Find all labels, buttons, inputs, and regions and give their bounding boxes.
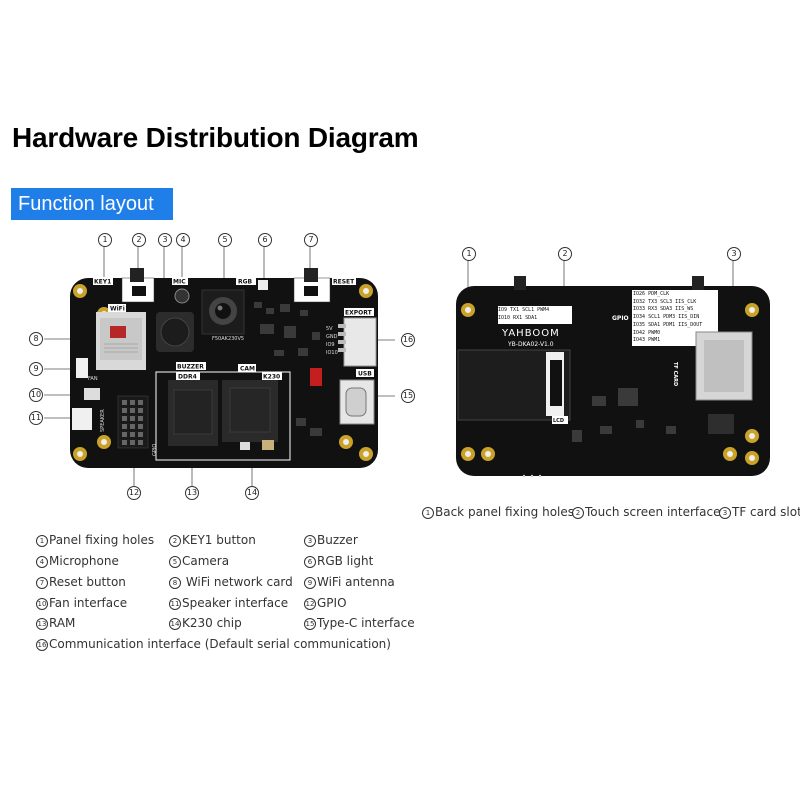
touch-screen-connector [550,360,562,406]
gpio-row: IO26 PDM_CLK [633,291,670,297]
camera-sensor-label: F50AK230V5 [212,336,244,342]
speaker-connector [72,408,92,430]
callout-16: 16 [401,333,415,347]
cam-label: CAM [240,366,255,373]
back-export-table-text: IO9 TX1 SCL1 PWM4 IO10 RX1 SDA1 [498,306,572,322]
back-lcd-label: LCD [553,418,564,424]
gpio-row: IO34 SCL1 PDM3 IIS_DIN [633,314,700,321]
back-export-table [498,306,572,324]
gpio-row: IO32 TX3 SCL3 IIS_CLK [633,298,697,305]
fan-label: FAN [88,376,98,382]
core-module-frame [155,371,291,461]
back-callout-3: 3 [727,247,741,261]
pin-io10-label: IO10 [326,350,338,356]
callout-14: 14 [245,486,259,500]
callout-12: 12 [127,486,141,500]
ddr4-label: DDR4 [178,374,197,381]
gpio-row: IO42 PWM0 [633,329,661,336]
wifi-label: WiFi [110,306,125,313]
speaker-label: SPEAKER [100,409,106,432]
pin-io9-label: IO9 [326,342,335,348]
callout-7: 7 [304,233,318,247]
gpio-row: IO35 SDA1 PDM1 IIS_DOUT [633,321,703,328]
export-label: EXPORT [345,310,373,317]
page-title: Hardware Distribution Diagram [12,122,419,153]
k230-label: K230 [263,374,280,381]
back-tf-label: TF CARD [672,362,678,386]
callout-13: 13 [185,486,199,500]
gpio-row: IO33 RX3 SDA3 IIS_WS [633,306,694,313]
section-label: Function layout [11,188,173,220]
pin-gnd-label: GND [326,334,338,340]
export-row: IO10 RX1 SDA1 [498,315,538,321]
key1-label: KEY1 [94,279,111,286]
usb-label: USB [358,371,372,378]
back-gpio-label: GPIO [612,315,629,322]
back-export-label: EXPORT [524,299,552,306]
back-callout-2: 2 [558,247,572,261]
gpio-label: GPIO [152,444,158,456]
export-row: IO9 TX1 SCL1 PWM4 [498,307,550,313]
buzzer-label: BUZZER [177,364,204,371]
export-connector [343,317,377,367]
back-board-diagram: EXPORT GPIO YAHBOOM YB-DKA02-V1.0 LCD TF… [456,259,770,478]
callout-4: 4 [176,233,190,247]
microphone-component [174,288,190,304]
rgb-label: RGB [238,279,253,286]
back-brand: YAHBOOM [501,328,560,339]
reset-label: RESET [333,279,355,286]
pin-5v-label: 5V [326,326,333,332]
callout-9: 9 [29,362,43,376]
back-fixing-holes [461,303,759,465]
back-callout-1: 1 [462,247,476,261]
callout-6: 6 [258,233,272,247]
legend-8: 8 WiFi network card [169,575,293,589]
callout-3: 3 [158,233,172,247]
gpio-row: IO43 PWM1 [633,337,661,344]
back-gpio-table-text: IO26 PDM_CLK IO32 TX3 SCL3 IIS_CLK IO33 … [633,291,719,345]
callout-10: 10 [29,388,43,402]
front-board-diagram: KEY1 MIC RGB RESET WiFi EXPORT BUZZER CA… [44,247,395,486]
mic-label: MIC [173,279,186,286]
back-model: YB-DKA02-V1.0 [507,341,554,348]
callout-11: 11 [29,411,43,425]
callout-15: 15 [401,389,415,403]
callout-2: 2 [132,233,146,247]
rgb-light [258,280,268,290]
callout-1: 1 [98,233,112,247]
fan-connector [76,358,88,378]
callout-8: 8 [29,332,43,346]
callout-5: 5 [218,233,232,247]
